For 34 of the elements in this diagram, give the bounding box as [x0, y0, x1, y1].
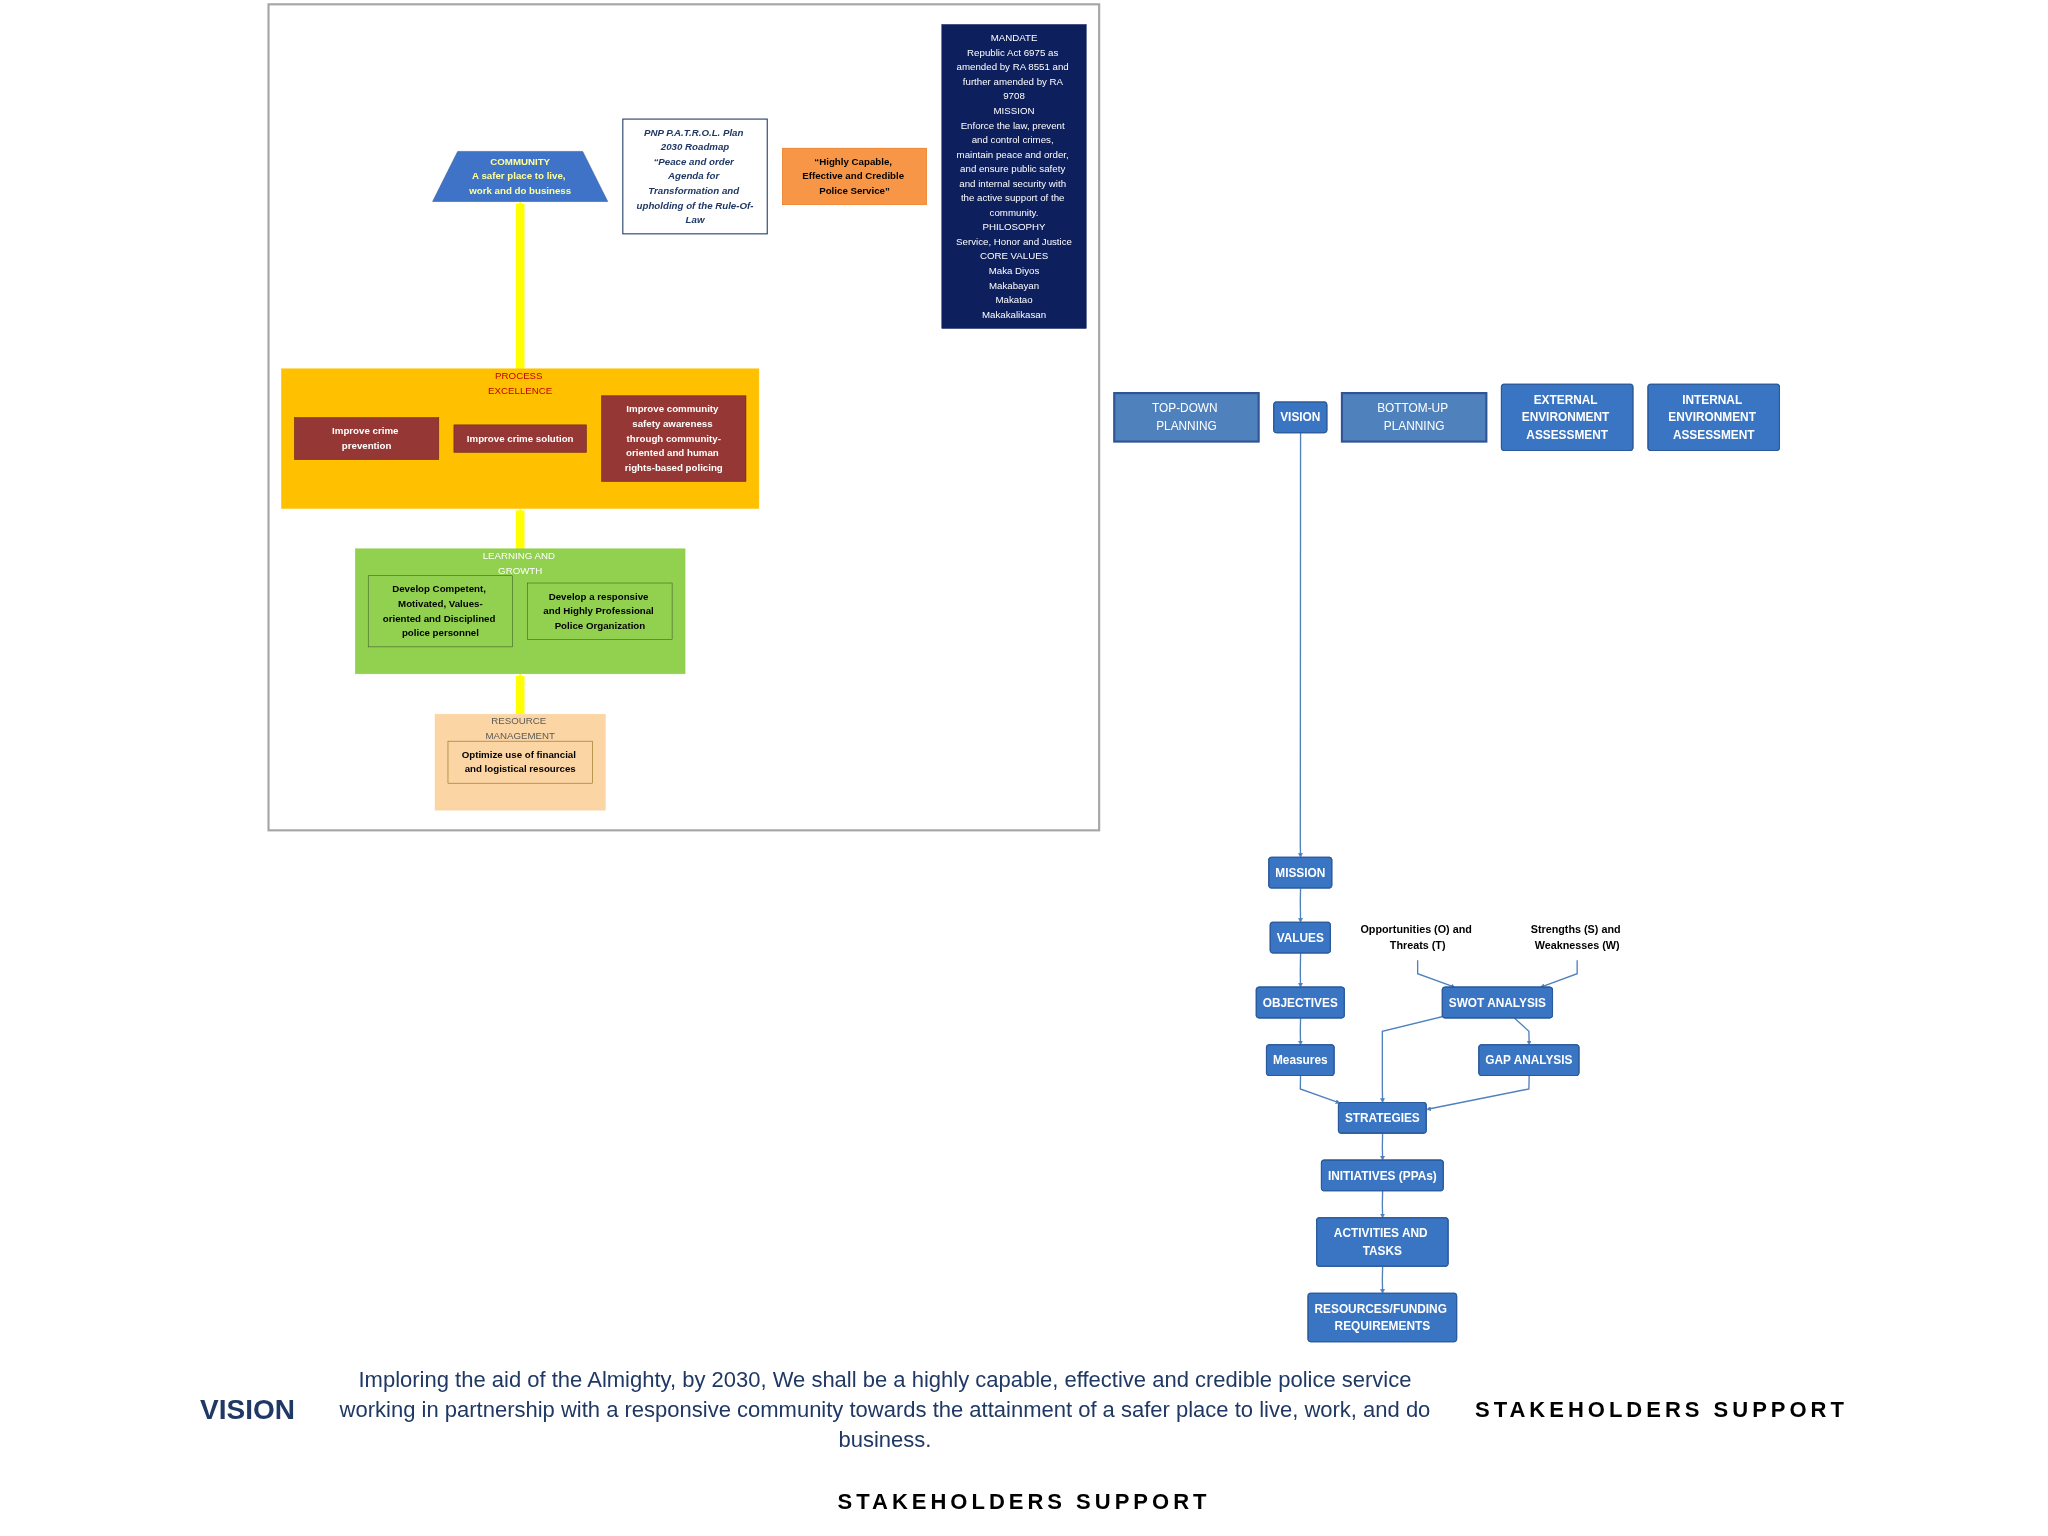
vision-statement: Imploring the aid of the Almighty, by 2030, We shall be a highly capable, effective and credible police service working in partnership with a responsive community towards the attainment of a safer place to live, work, and do business. — [338, 1366, 1432, 1454]
arrow — [1298, 952, 1303, 988]
arrow — [1298, 887, 1303, 923]
arrow — [515, 508, 525, 549]
arrow — [1380, 1015, 1444, 1103]
node-box: Improve crime solution — [453, 424, 587, 453]
heading: VISION — [200, 1392, 295, 1427]
arrow — [1426, 1075, 1530, 1111]
arrow — [1299, 1075, 1341, 1104]
arrow — [1298, 1017, 1303, 1046]
node-box: Optimize use of financial and logistical resources — [447, 740, 593, 784]
node-text: Opportunities (O) and Threats (T) — [1360, 923, 1472, 952]
cluster — [267, 3, 1101, 832]
node-box: TOP-DOWN PLANNING — [1113, 392, 1260, 443]
arrow — [515, 201, 525, 369]
side-label: STAKEHOLDERS SUPPORT — [837, 1488, 1211, 1516]
arrow — [515, 673, 525, 715]
node-box: PNP P.A.T.R.O.L. Plan 2030 Roadmap “Peace and order Agenda for Transformation and upholding of the Rule-Of-Law — [622, 118, 768, 235]
node-box: MANDATE Republic Act 6975 as amended by RA 8551 and further amended by RA 9708 MISSION Enforce the law, prevent and control crimes, maintain peace and order, and ensure public safety and internal security with the active support of the community. PHILOSOPHY Service, Honor and Justice CORE VALUES Maka Diyos Makabayan Makatao Makakalikasan — [941, 24, 1087, 329]
node-box: BOTTOM-UP PLANNING — [1340, 392, 1488, 443]
side-label: STAKEHOLDERS SUPPORT — [1475, 1396, 1848, 1424]
node-box: Develop a responsive and Highly Professional Police Organization — [527, 582, 673, 640]
arrow — [1380, 1190, 1385, 1219]
arrow — [1416, 959, 1456, 989]
node-box: “Highly Capable, Effective and Credible Police Service” — [782, 147, 927, 206]
node-box: Improve crime prevention — [294, 417, 440, 460]
arrow — [1380, 1265, 1385, 1294]
arrow — [1513, 1017, 1532, 1046]
arrow — [1380, 1132, 1385, 1161]
node-box: Develop Competent, Motivated, Values-oriented and Disciplined police personnel — [367, 575, 513, 648]
node-box: Improve community safety awareness through community-oriented and human rights-based policing — [601, 395, 747, 482]
arrow — [1298, 432, 1303, 858]
arrow — [1539, 959, 1578, 989]
node-text: Strengths (S) and Weaknesses (W) — [1530, 923, 1621, 952]
